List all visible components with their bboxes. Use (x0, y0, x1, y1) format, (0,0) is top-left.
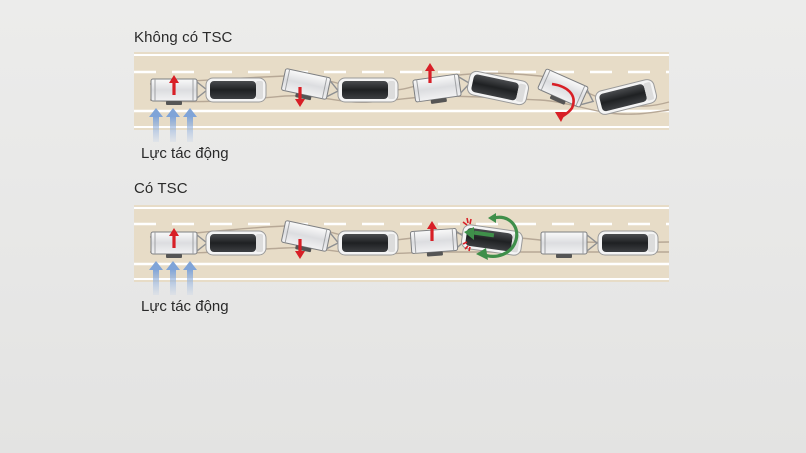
rotation-arrow-icon (476, 213, 519, 260)
car-2a (205, 230, 267, 256)
car-1b (337, 77, 399, 103)
car-2b (337, 230, 399, 256)
panel-title-without-tsc: Không có TSC (134, 29, 233, 46)
force-label-without-tsc: Lực tác động (141, 145, 229, 162)
brake-spark-icon (462, 217, 472, 252)
tsc-corrective-arrow-icon (464, 227, 495, 240)
car-1a (205, 77, 267, 103)
force-label-with-tsc: Lực tác động (141, 298, 229, 315)
rotation-arrow-icon (551, 82, 575, 122)
panel-title-with-tsc: Có TSC (134, 180, 188, 197)
car-2d (597, 230, 659, 256)
